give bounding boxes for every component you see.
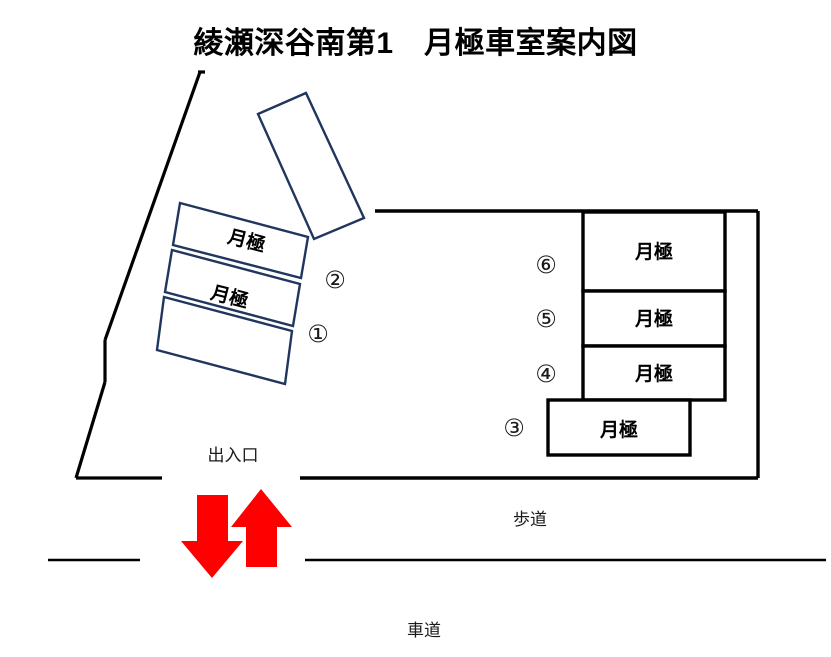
stall-2-number: ② — [324, 266, 346, 294]
angled-block-top[interactable] — [256, 91, 366, 241]
boundary-lower-left-diagonal — [74, 381, 107, 479]
stall-4-number: ④ — [535, 360, 557, 388]
left-angled-parking-area — [155, 91, 366, 386]
stall-3-shape[interactable] — [546, 398, 692, 457]
stall-unlabeled-shape[interactable] — [155, 295, 294, 386]
stall-4-label: 月極 — [634, 362, 673, 385]
sidewalk-label: 歩道 — [513, 510, 547, 529]
stall-3-number: ③ — [503, 414, 525, 442]
up-arrow-icon — [231, 489, 292, 567]
stall-5-number: ⑤ — [535, 305, 557, 333]
stall-6-number: ⑥ — [535, 251, 557, 279]
page-title: 綾瀬深谷南第1 月極車室案内図 — [193, 27, 638, 60]
stall-3-label: 月極 — [599, 418, 638, 441]
stall-2-shape[interactable] — [171, 201, 310, 280]
stall-6-shape[interactable] — [581, 210, 727, 293]
stall-5-label: 月極 — [634, 307, 673, 330]
stall-6-label: 月極 — [634, 240, 673, 263]
entrance-label: 出入口 — [208, 446, 259, 465]
roadway-label: 車道 — [407, 621, 441, 640]
right-stacked-parking-area — [546, 210, 727, 457]
stall-1-number: ① — [307, 320, 329, 348]
down-arrow-icon — [181, 495, 243, 578]
stall-1-shape[interactable] — [163, 248, 302, 328]
boundary-left-diagonal — [103, 71, 202, 341]
